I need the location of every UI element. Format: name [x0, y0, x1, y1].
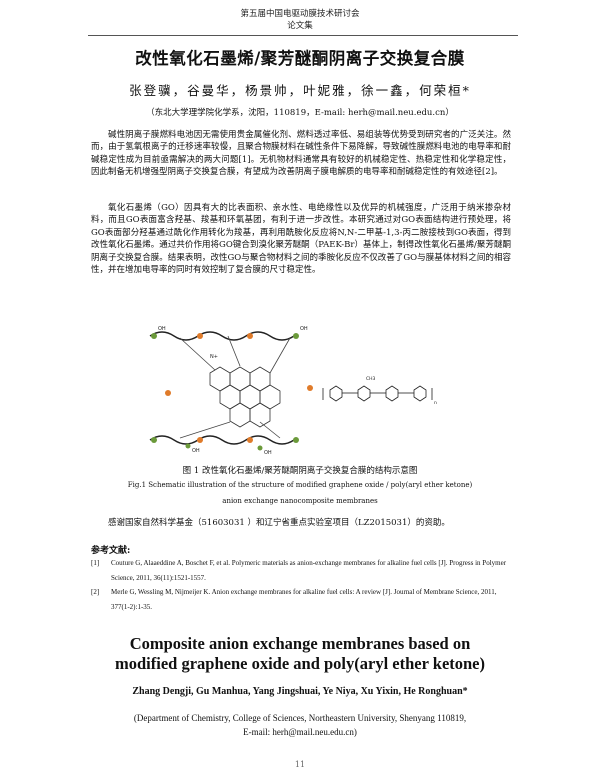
reference-number: [2]: [91, 588, 100, 596]
repeat-n-label: n: [434, 401, 437, 406]
english-authors: Zhang Dengji, Gu Manhua, Yang Jingshuai,…: [132, 686, 468, 697]
conference-header: 第五届中国电驱动膜技术研讨会 论文集: [0, 8, 600, 32]
reference-text: Merle G, Wessling M, Nijmeijer K. Anion …: [111, 588, 497, 611]
proceedings-label: 论文集: [287, 21, 313, 31]
references-heading: 参考文献:: [91, 546, 131, 556]
conference-name: 第五届中国电驱动膜技术研讨会: [240, 9, 360, 19]
figure-caption-cn: 图 1 改性氧化石墨烯/聚芳醚酮阴离子交换复合膜的结构示意图: [182, 466, 418, 476]
english-title: Composite anion exchange membranes based…: [0, 634, 600, 674]
page-number: 11: [294, 760, 306, 769]
paek-repeat-unit: [322, 385, 433, 402]
chinese-title: 改性氧化石墨烯/聚芳醚酮阴离子交换复合膜: [135, 49, 465, 68]
english-affiliation-line-2: E-mail: herh@mail.neu.edu.cn): [243, 727, 357, 737]
ch3-label: CH3: [366, 376, 376, 382]
chinese-affiliation: （东北大学理学院化学系，沈阳，110819，E-mail: herh@mail.…: [146, 108, 454, 118]
oh-label-top-right: OH: [300, 326, 308, 332]
english-affiliation-line-1: (Department of Chemistry, College of Sci…: [133, 713, 467, 723]
header-divider: [88, 35, 518, 36]
structure-schematic-figure: OH OH OH OH N+ CH3 n: [149, 326, 437, 456]
oh-label-top: OH: [158, 326, 166, 332]
reference-text: Couture G, Alaaeddine A, Boschet F, et a…: [111, 559, 507, 582]
nplus-label: N+: [210, 354, 218, 360]
body-paragraph-2: 氧化石墨烯（GO）因具有大的比表面积、亲水性、电绝缘性以及优异的机械强度，广泛用…: [91, 203, 511, 276]
oh-label-bottom: OH: [192, 448, 200, 454]
body-paragraph-1: 碱性阴离子膜燃料电池因无需使用贵金属催化剂、燃料透过率低、易组装等优势受到研究者…: [91, 130, 511, 178]
reference-number: [1]: [91, 559, 100, 567]
english-affiliation: (Department of Chemistry, College of Sci…: [0, 711, 600, 739]
english-title-line-1: Composite anion exchange membranes based…: [129, 634, 471, 653]
oh-label-bottom-right: OH: [264, 450, 272, 456]
chinese-authors: 张登骥，谷曼华，杨景帅，叶妮雅，徐一鑫，何荣桓*: [129, 83, 471, 98]
figure-caption-en-2: anion exchange nanocomposite membranes: [222, 497, 378, 505]
quaternary-ammonium-groups: [151, 333, 313, 451]
graphene-sheet: [209, 366, 281, 428]
english-title-line-2: modified graphene oxide and poly(aryl et…: [114, 654, 486, 673]
acknowledgement: 感谢国家自然科学基金（51603031 ）和辽宁省重点实验室项目（LZ20150…: [108, 518, 450, 528]
figure-caption-en-1: Fig.1 Schematic illustration of the stru…: [127, 481, 473, 489]
